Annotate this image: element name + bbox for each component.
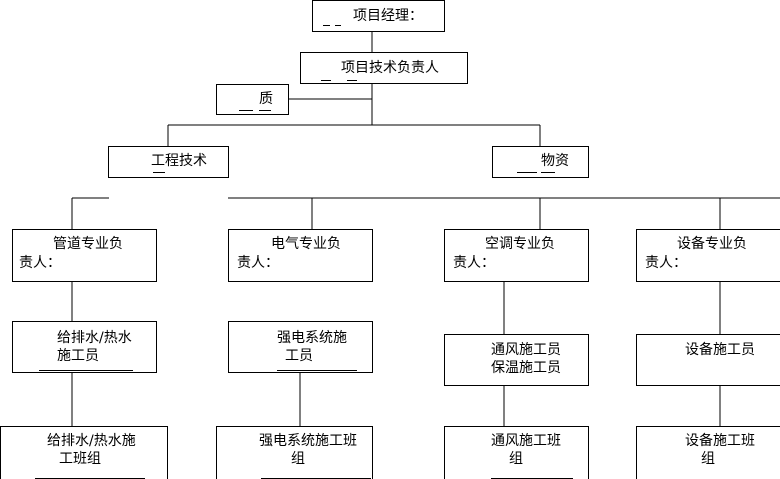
elec-team-label-line1: 强电系统施工班 [259, 433, 357, 449]
pipe-team-box: 给排水/热水施 工班组 [0, 426, 168, 479]
hvac-workers-label-line1: 通风施工员 [491, 342, 561, 358]
pipe-team-label-line1: 给排水/热水施 [47, 433, 136, 449]
tech-lead-label: 项目技术负责人 [341, 60, 439, 76]
clipped-text-fragment [259, 110, 271, 111]
tech-lead-box: 项目技术负责人 [300, 52, 468, 84]
project-manager-label: 项目经理： [353, 8, 423, 24]
clipped-text-fragment [541, 172, 555, 173]
pipe-lead-box: 管道专业负 责人： [12, 229, 157, 282]
engineering-label: 工程技术 [151, 153, 207, 169]
hvac-workers-label-line2: 保温施工员 [491, 360, 561, 376]
engineering-box: 工程技术 [108, 146, 229, 178]
pipe-workers-label-line2: 施工员 [57, 348, 99, 364]
pipe-lead-label-line2: 责人： [19, 255, 61, 271]
clipped-text-fragment [347, 80, 357, 81]
quality-label: 质 [259, 91, 273, 107]
pipe-lead-label-line1: 管道专业负 [53, 236, 123, 252]
quality-box: 质 [216, 84, 289, 115]
equip-lead-label-line2: 责人： [645, 255, 687, 271]
project-manager-box: 项目经理： [312, 0, 445, 32]
materials-label: 物资 [541, 153, 569, 169]
hvac-team-label-line1: 通风施工班 [491, 433, 561, 449]
hvac-team-label-line2: 组 [509, 451, 523, 467]
elec-lead-box: 电气专业负 责人： [228, 229, 373, 282]
hvac-lead-box: 空调专业负 责人： [444, 229, 589, 282]
clipped-text-fragment [39, 370, 133, 371]
hvac-lead-label-line1: 空调专业负 [485, 236, 555, 252]
hvac-workers-box: 通风施工员 保温施工员 [444, 334, 589, 386]
clipped-text-fragment [517, 172, 537, 173]
clipped-text-fragment [323, 25, 330, 26]
clipped-text-fragment [239, 110, 253, 111]
hvac-lead-label-line2: 责人： [453, 255, 495, 271]
clipped-text-fragment [335, 25, 341, 26]
elec-workers-box: 强电系统施 工员 [228, 321, 373, 373]
clipped-text-fragment [277, 370, 357, 371]
clipped-text-fragment [321, 80, 331, 81]
elec-workers-label-line1: 强电系统施 [277, 330, 347, 346]
equip-lead-label-line1: 设备专业负 [677, 236, 747, 252]
elec-team-box: 强电系统施工班 组 [216, 426, 373, 479]
hvac-team-box: 通风施工班 组 [444, 426, 589, 479]
clipped-text-fragment [153, 172, 165, 173]
elec-lead-label-line1: 电气专业负 [271, 236, 341, 252]
equip-workers-label-line1: 设备施工员 [685, 342, 755, 358]
equip-workers-box: 设备施工员 [636, 334, 780, 386]
pipe-team-label-line2: 工班组 [59, 451, 101, 467]
equip-team-label-line1: 设备施工班 [685, 433, 755, 449]
equip-lead-box: 设备专业负 责人： [636, 229, 780, 282]
elec-lead-label-line2: 责人： [237, 255, 279, 271]
pipe-workers-label-line1: 给排水/热水 [57, 330, 132, 346]
elec-workers-label-line2: 工员 [285, 348, 313, 364]
equip-team-label-line2: 组 [701, 451, 715, 467]
equip-team-box: 设备施工班 组 [636, 426, 780, 479]
elec-team-label-line2: 组 [291, 451, 305, 467]
pipe-workers-box: 给排水/热水 施工员 [12, 321, 157, 373]
materials-box: 物资 [492, 146, 589, 178]
